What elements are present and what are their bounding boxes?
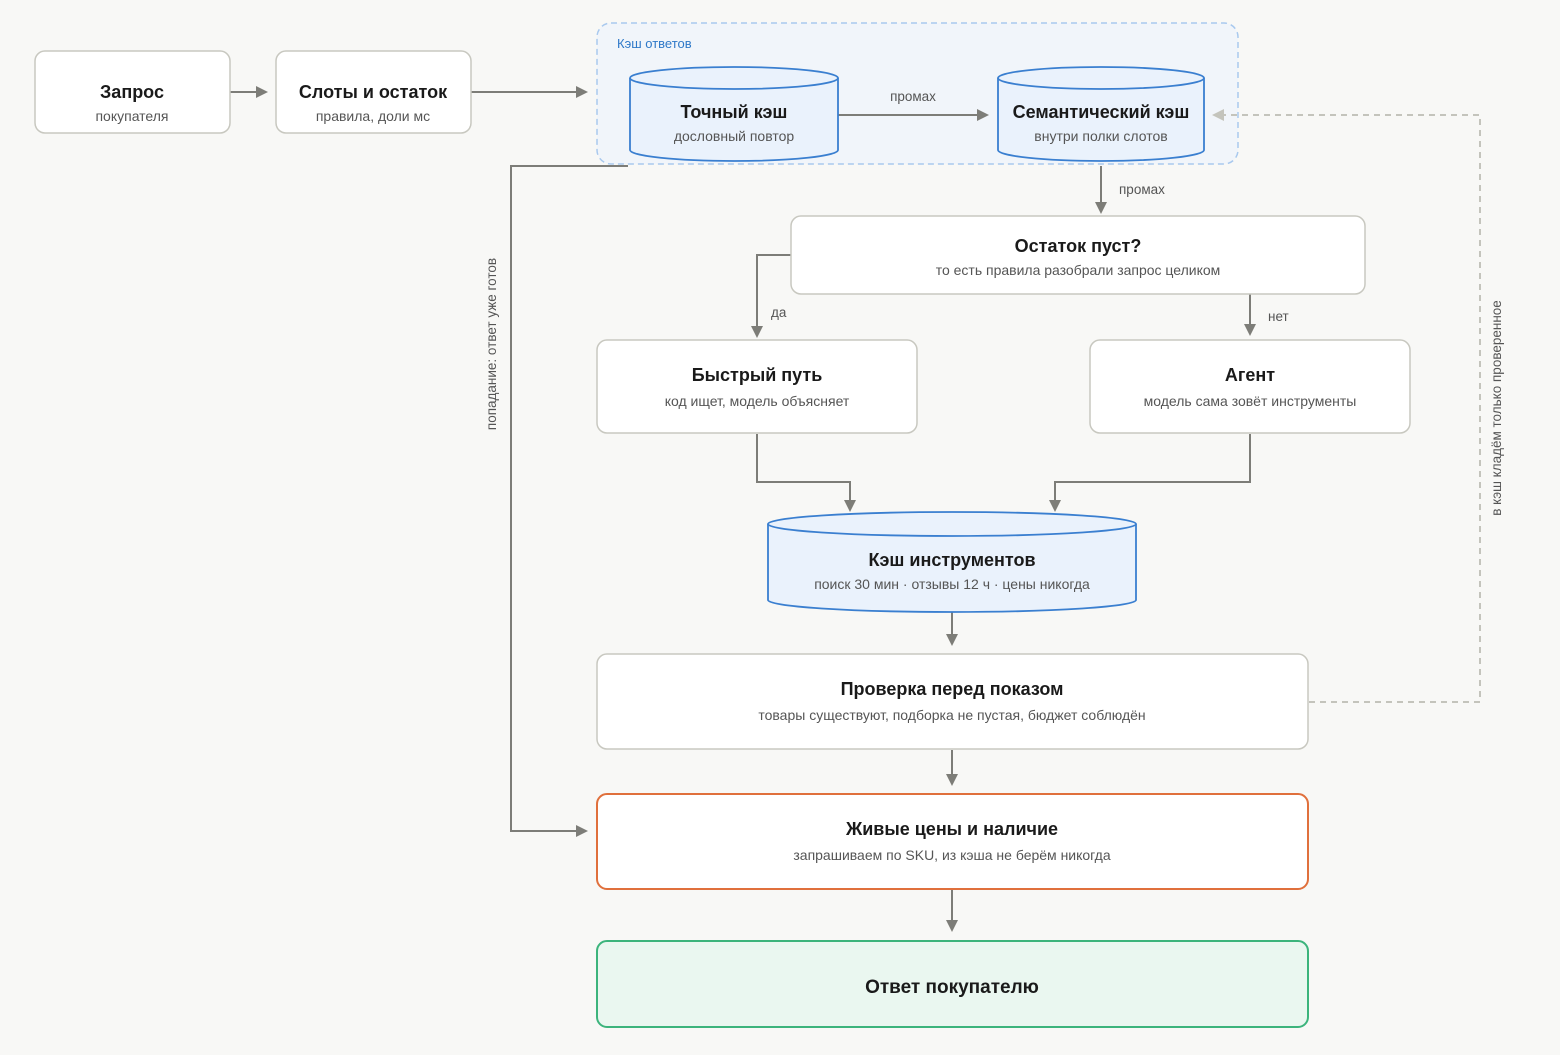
node-remainder: Остаток пуст? то есть правила разобрали … [790, 215, 1366, 295]
node-live-prices: Живые цены и наличие запрашиваем по SKU,… [596, 793, 1309, 890]
edge-fast-toolcache [756, 434, 856, 512]
edge-label-no: нет [1268, 309, 1289, 324]
node-tool-cache-sub: поиск 30 мин · отзывы 12 ч · цены никогд… [814, 576, 1090, 592]
node-fast-path-title: Быстрый путь [692, 365, 823, 385]
node-request-sub: покупателя [95, 108, 168, 124]
node-answer-title: Ответ покупателю [865, 977, 1039, 998]
edge-remainder-fast [751, 254, 791, 338]
edge-label-hit: попадание: ответ уже готов [484, 258, 499, 430]
node-answer: Ответ покупателю [596, 940, 1309, 1028]
node-slots-title: Слоты и остаток [299, 82, 448, 102]
node-slots: Слоты и остаток правила, доли мс [275, 50, 472, 134]
node-agent: Агент модель сама зовёт инструменты [1089, 339, 1411, 434]
node-fast-path-sub: код ищет, модель объясняет [665, 393, 850, 409]
edge-label-verified: в кэш кладём только проверенное [1489, 300, 1504, 516]
node-live-prices-title: Живые цены и наличие [845, 819, 1058, 839]
node-exact-cache: Точный кэш дословный повтор [629, 66, 839, 162]
node-exact-cache-title: Точный кэш [681, 102, 788, 122]
node-agent-title: Агент [1225, 365, 1275, 385]
node-request: Запрос покупателя [34, 50, 231, 134]
node-exact-cache-sub: дословный повтор [674, 128, 795, 144]
answer-cache-group-label: Кэш ответов [617, 36, 692, 51]
edge-label-yes: да [771, 305, 787, 320]
edge-verified-back [1212, 109, 1481, 703]
node-check-sub: товары существуют, подборка не пустая, б… [758, 707, 1145, 723]
edges [230, 86, 1481, 932]
node-semantic-cache-title: Семантический кэш [1013, 102, 1190, 122]
edge-agent-toolcache [1049, 434, 1251, 512]
node-remainder-sub: то есть правила разобрали запрос целиком [936, 262, 1221, 278]
node-tool-cache: Кэш инструментов поиск 30 мин · отзывы 1… [767, 511, 1137, 613]
node-check: Проверка перед показом товары существуют… [596, 653, 1309, 750]
edge-label-miss-2: промах [1119, 182, 1165, 197]
node-semantic-cache: Семантический кэш внутри полки слотов [997, 66, 1205, 162]
node-tool-cache-title: Кэш инструментов [868, 550, 1035, 570]
node-semantic-cache-sub: внутри полки слотов [1034, 128, 1167, 144]
node-agent-sub: модель сама зовёт инструменты [1144, 393, 1357, 409]
node-slots-sub: правила, доли мс [316, 108, 430, 124]
node-remainder-title: Остаток пуст? [1015, 236, 1142, 256]
edge-hit-live [510, 165, 628, 837]
edge-label-miss-1: промах [890, 89, 936, 104]
node-request-title: Запрос [100, 82, 164, 102]
node-fast-path: Быстрый путь код ищет, модель объясняет [596, 339, 918, 434]
node-live-prices-sub: запрашиваем по SKU, из кэша не берём ник… [793, 847, 1110, 863]
node-check-title: Проверка перед показом [841, 679, 1064, 699]
